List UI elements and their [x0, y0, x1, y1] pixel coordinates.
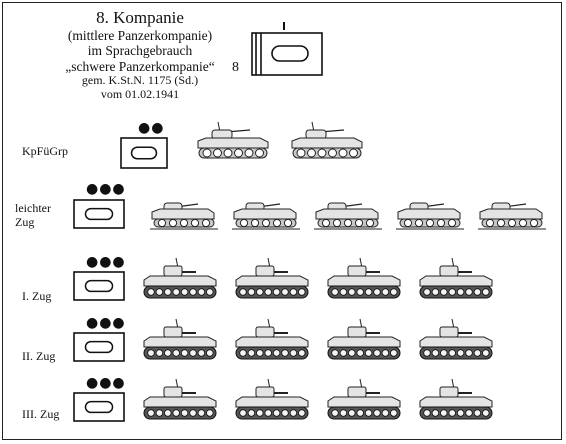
panzer-iv-tank-icon: [143, 318, 217, 360]
echelon-dots: ●●●: [86, 181, 126, 197]
echelon-dots: ●●: [138, 120, 165, 136]
panzer-iv-tank-icon: [419, 378, 493, 420]
platoon-symbol: [73, 332, 125, 367]
title-line-5: gem. K.St.N. 1175 (Sd.): [81, 73, 199, 88]
panzer-ii-tank-icon: [478, 202, 546, 230]
title-line-6: vom 01.02.1941: [100, 86, 180, 101]
platoon-symbol: [73, 271, 125, 306]
echelon-dots: ●●●: [86, 315, 126, 331]
panzer-iv-tank-icon: [419, 257, 493, 299]
diagram-frame: [2, 2, 562, 440]
title-block: 8. Kompanie (mittlere Panzerkompanie) im…: [40, 8, 240, 102]
row-label: II. Zug: [22, 349, 56, 363]
company-number: 8: [232, 60, 239, 75]
row-label: I. Zug: [22, 289, 52, 303]
row-label: KpFüGrp: [22, 144, 69, 158]
echelon-dots: ●●●: [86, 375, 126, 391]
panzer-iv-tank-icon: [327, 378, 401, 420]
echelon-dots: ●●●: [86, 254, 126, 270]
platoon-symbol: [120, 137, 168, 174]
panzer-iv-tank-icon: [419, 318, 493, 360]
row-label: leichter Zug: [15, 201, 51, 229]
panzer-iv-tank-icon: [143, 378, 217, 420]
panzer-iii-tank-icon: [197, 121, 269, 159]
title-line-3: im Sprachgebrauch: [87, 43, 193, 59]
title-line-1: 8. Kompanie: [96, 8, 184, 27]
panzer-ii-tank-icon: [150, 202, 218, 230]
company-symbol: [251, 22, 323, 76]
panzer-iv-tank-icon: [143, 257, 217, 299]
panzer-ii-tank-icon: [396, 202, 464, 230]
row-label: III. Zug: [22, 407, 60, 421]
panzer-iii-tank-icon: [291, 121, 363, 159]
panzer-iv-tank-icon: [235, 378, 309, 420]
panzer-ii-tank-icon: [314, 202, 382, 230]
panzer-iv-tank-icon: [235, 318, 309, 360]
panzer-iv-tank-icon: [327, 318, 401, 360]
title-line-4: „schwere Panzerkompanie“: [65, 58, 215, 74]
panzer-iv-tank-icon: [327, 257, 401, 299]
panzer-ii-tank-icon: [232, 202, 300, 230]
platoon-symbol: [73, 199, 125, 234]
panzer-iv-tank-icon: [235, 257, 309, 299]
platoon-symbol: [73, 392, 125, 427]
title-line-2: (mittlere Panzerkompanie): [67, 27, 213, 43]
